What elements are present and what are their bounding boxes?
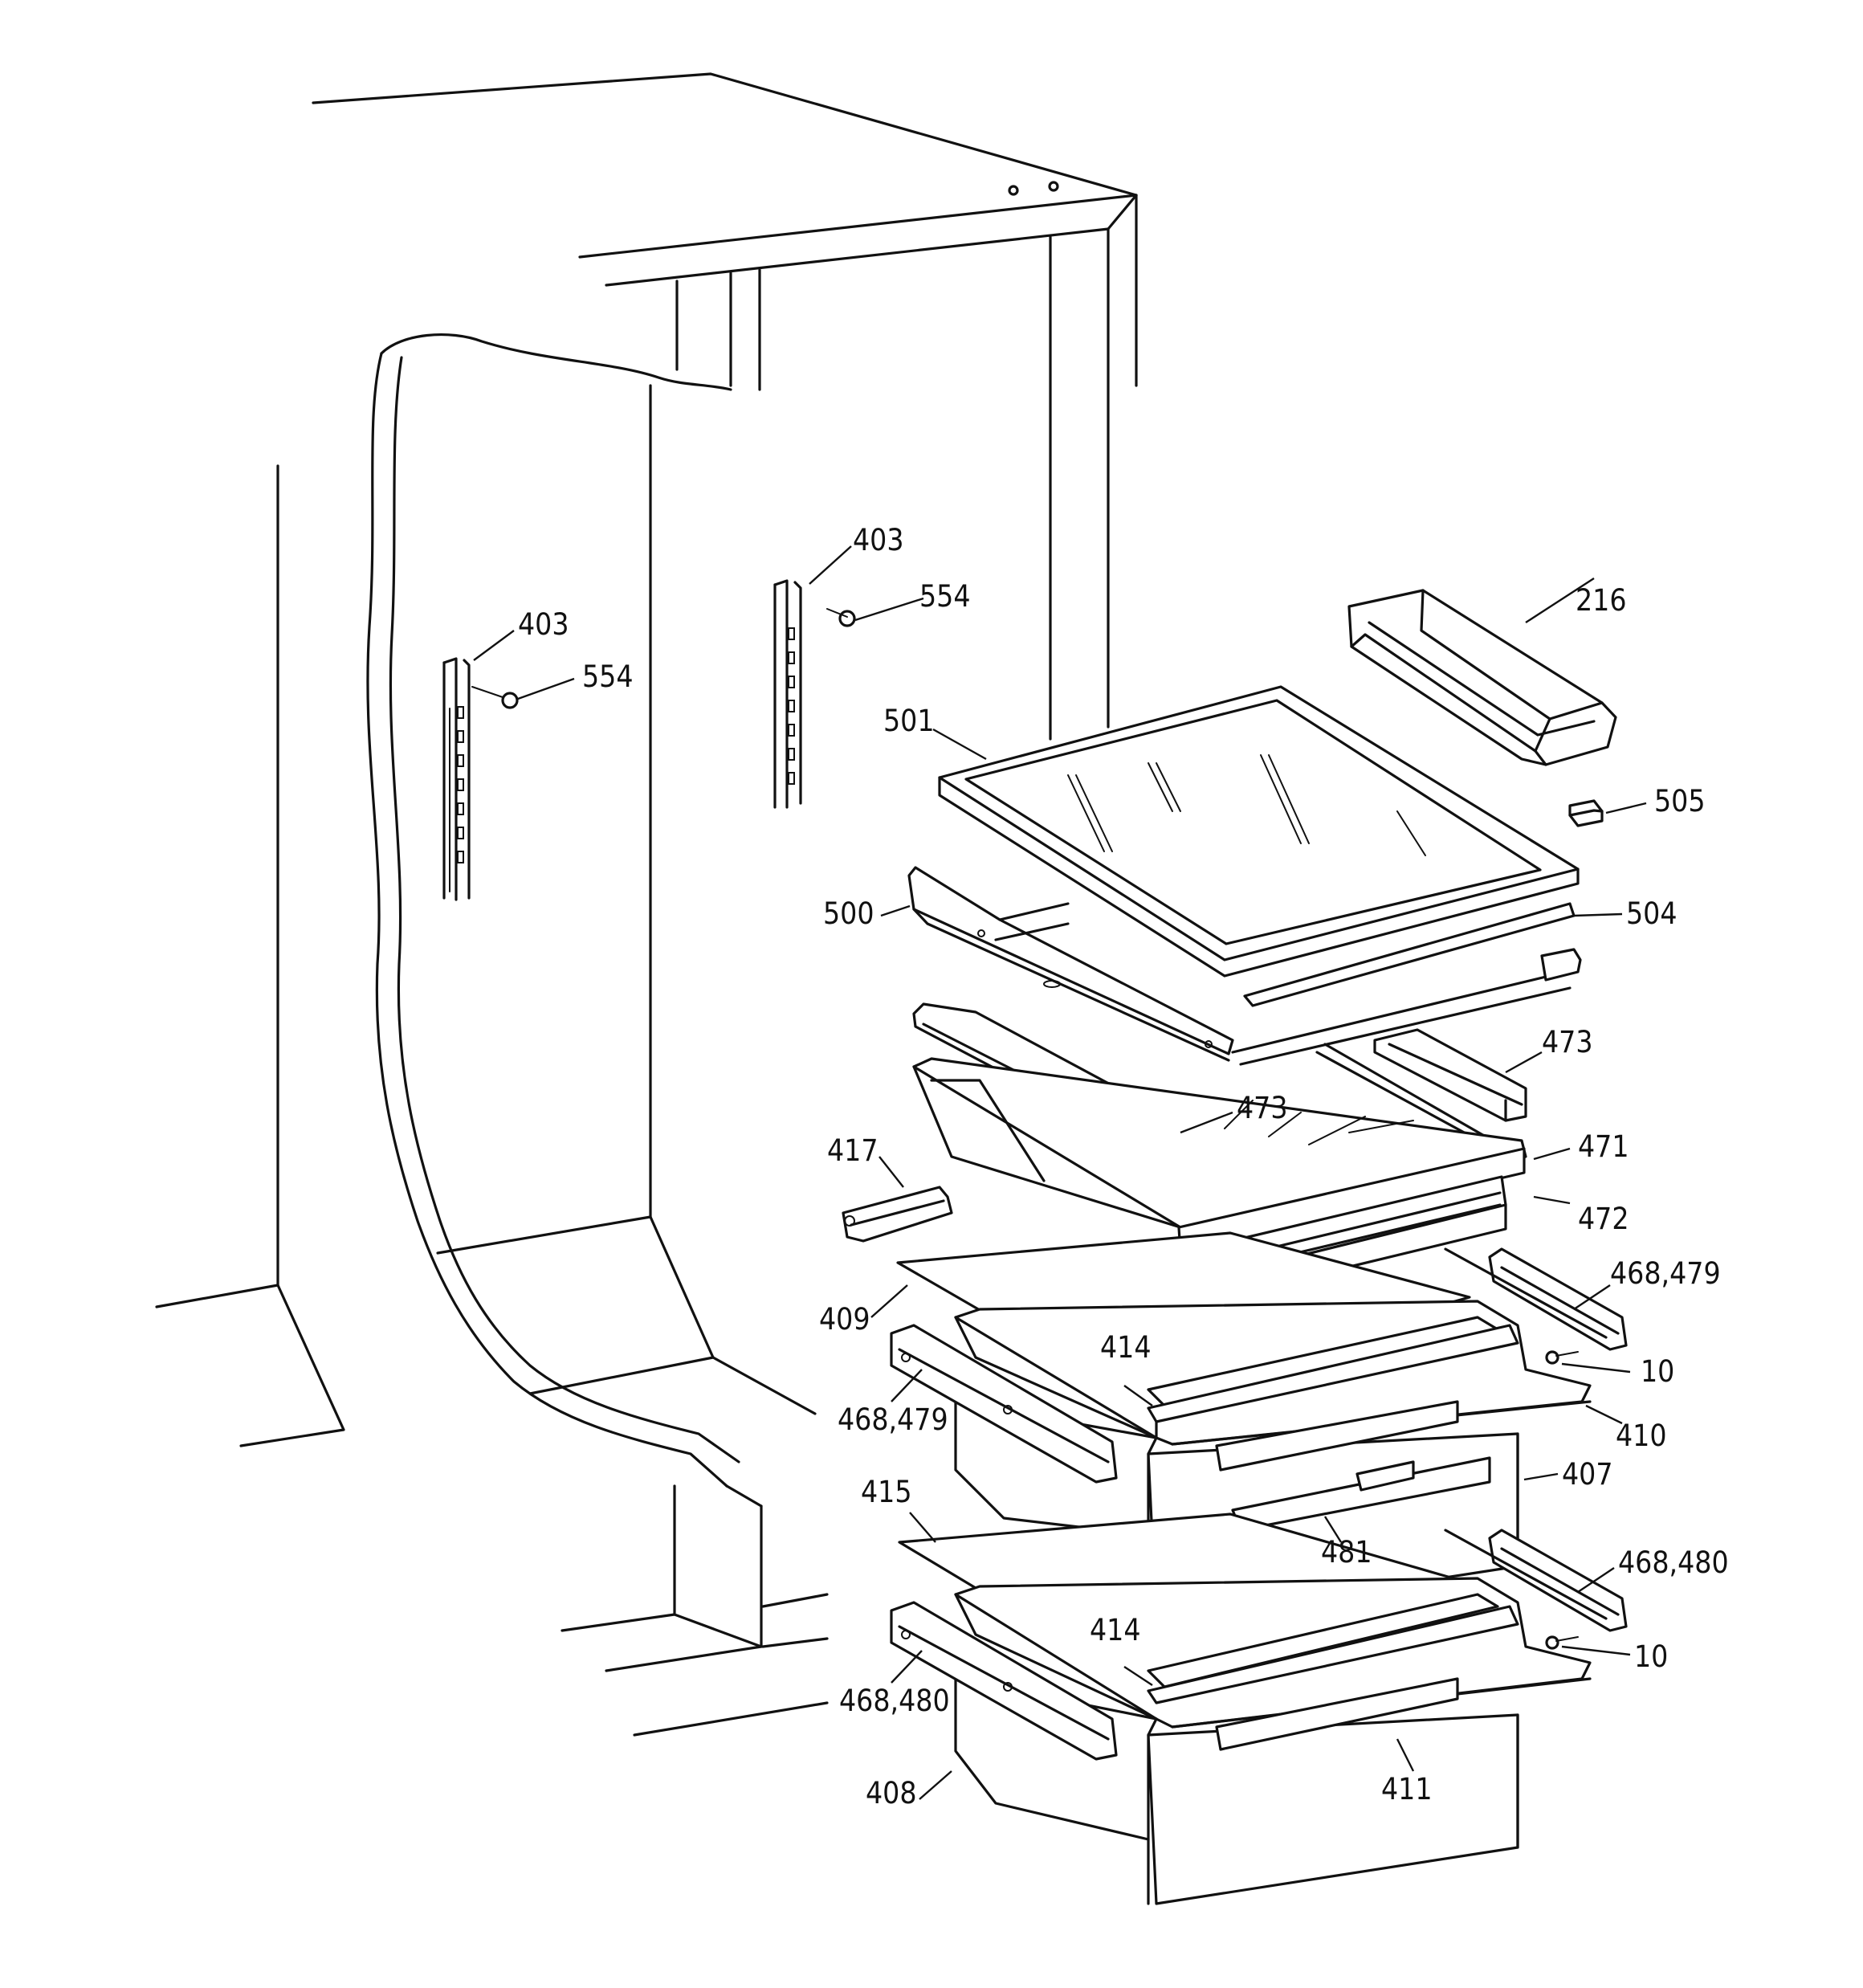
screw-10-upper	[1545, 1350, 1579, 1365]
slide-468-479-left	[890, 1324, 1118, 1484]
label-410: 410	[1616, 1419, 1667, 1453]
glass-shelf	[938, 685, 1580, 978]
label-472: 472	[1578, 1202, 1629, 1236]
label-10-upper: 10	[1641, 1354, 1674, 1389]
label-468-480-left: 468,480	[839, 1684, 950, 1718]
label-415: 415	[861, 1475, 912, 1509]
slide-468-479-right	[1444, 1247, 1628, 1351]
handle-411	[1215, 1677, 1459, 1751]
label-473-center: 473	[1237, 1091, 1288, 1125]
label-554-left: 554	[582, 659, 634, 694]
shelf-ladder-left	[442, 657, 471, 901]
label-417: 417	[827, 1133, 879, 1168]
shelf-ladder-right	[773, 579, 802, 809]
label-414-lower: 414	[1090, 1613, 1141, 1647]
label-411: 411	[1381, 1772, 1433, 1806]
label-216: 216	[1576, 583, 1627, 618]
slide-417	[842, 1186, 953, 1243]
label-473-right: 473	[1542, 1025, 1593, 1059]
screw-554-left	[471, 686, 519, 709]
screw-10-lower	[1545, 1635, 1579, 1650]
guide-473-right	[1373, 1028, 1527, 1122]
label-403-right: 403	[853, 523, 904, 557]
screw-554-right	[826, 608, 856, 627]
label-501: 501	[883, 704, 935, 738]
label-407: 407	[1562, 1457, 1613, 1492]
label-403-left: 403	[518, 607, 569, 642]
label-505: 505	[1654, 784, 1706, 818]
label-554-right: 554	[919, 579, 971, 614]
slide-468-480-right	[1444, 1529, 1628, 1632]
label-10-lower: 10	[1634, 1639, 1668, 1674]
shelf-frame	[907, 866, 1582, 1066]
label-468-479-left: 468,479	[838, 1402, 948, 1437]
label-409: 409	[819, 1302, 870, 1337]
label-500: 500	[823, 896, 874, 931]
slide-468-480-left	[890, 1601, 1118, 1761]
drawer-body-lower	[954, 1677, 1519, 1905]
label-471: 471	[1578, 1129, 1629, 1164]
label-481: 481	[1321, 1535, 1372, 1570]
clip-505	[1568, 799, 1604, 827]
label-468-479-right: 468,479	[1610, 1256, 1721, 1291]
label-414-upper: 414	[1100, 1330, 1152, 1365]
label-504: 504	[1626, 896, 1678, 931]
label-408: 408	[866, 1776, 917, 1810]
callout-labels: 216 403 554 403 554 501 505 500 504 473 …	[518, 523, 1729, 1810]
refrigerator-cabinet	[155, 72, 1138, 1737]
label-468-480-right: 468,480	[1618, 1545, 1729, 1580]
dairy-bin	[1347, 589, 1617, 766]
leader-lines	[473, 545, 1647, 1800]
handle-481	[1215, 1400, 1491, 1544]
